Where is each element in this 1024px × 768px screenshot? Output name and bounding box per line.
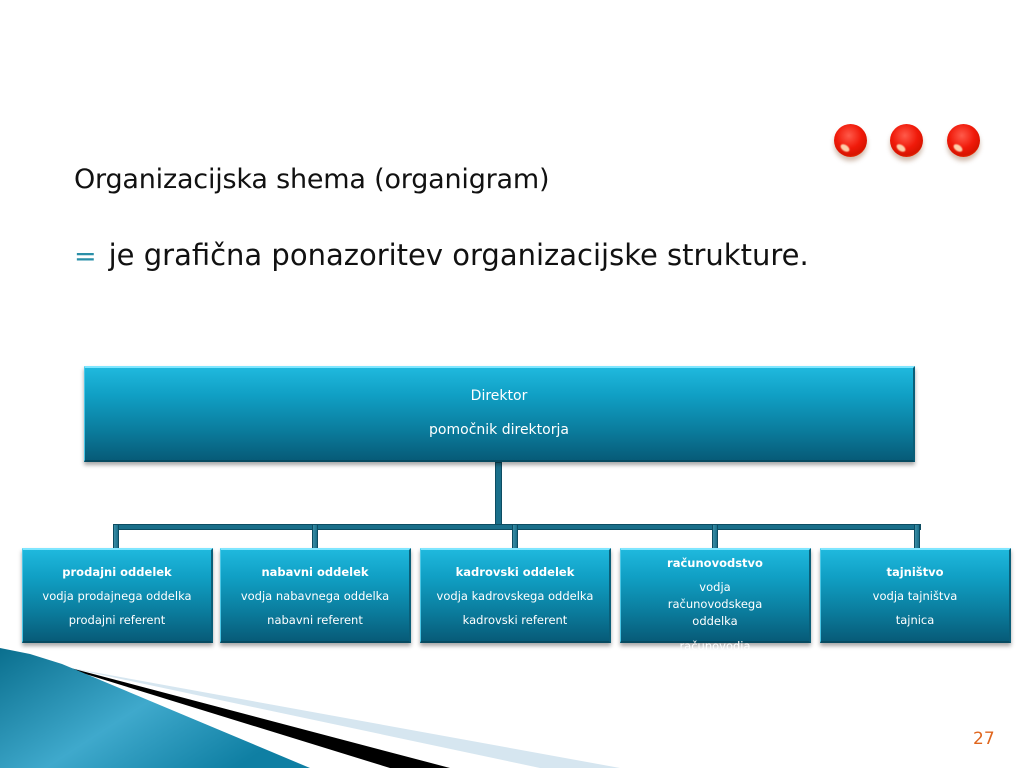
department-role: vodja računovodskega oddelka bbox=[667, 580, 763, 628]
org-node-department: tajništvo vodja tajništva tajnica bbox=[820, 548, 1011, 643]
connector-drop-5 bbox=[914, 524, 920, 549]
department-name: računovodstvo bbox=[667, 556, 763, 570]
department-role: vodja kadrovskega oddelka bbox=[436, 589, 594, 603]
org-node-department: nabavni oddelek vodja nabavnega oddelka … bbox=[220, 548, 411, 643]
department-name: kadrovski oddelek bbox=[455, 565, 575, 579]
org-node-department: prodajni oddelek vodja prodajnega oddelk… bbox=[22, 548, 213, 643]
connector-drop-2 bbox=[312, 524, 318, 549]
department-name: nabavni oddelek bbox=[261, 565, 369, 579]
connector-drop-3 bbox=[512, 524, 518, 549]
org-node-director: Direktor pomočnik direktorja bbox=[84, 366, 915, 462]
department-role: tajnica bbox=[895, 613, 935, 627]
connector-trunk bbox=[495, 462, 502, 530]
equals-bullet-icon: = bbox=[74, 241, 97, 272]
department-role: prodajni referent bbox=[68, 613, 166, 627]
department-role: vodja nabavnega oddelka bbox=[240, 589, 390, 603]
connector-drop-1 bbox=[113, 524, 119, 549]
page-number: 27 bbox=[973, 729, 995, 749]
node-subtitle: pomočnik direktorja bbox=[429, 422, 569, 438]
connector-drop-4 bbox=[712, 524, 718, 549]
bullet-item: = je grafična ponazoritev organizacijske … bbox=[74, 238, 809, 272]
red-bead-icon bbox=[834, 124, 867, 157]
org-node-department: kadrovski oddelek vodja kadrovskega odde… bbox=[420, 548, 611, 643]
department-role: nabavni referent bbox=[267, 613, 363, 627]
node-title: Direktor bbox=[470, 388, 528, 404]
department-role: računovodja bbox=[679, 639, 751, 653]
department-name: prodajni oddelek bbox=[62, 565, 172, 579]
department-role: kadrovski referent bbox=[462, 613, 568, 627]
decorative-dots bbox=[832, 124, 984, 164]
slide-title: Organizacijska shema (organigram) bbox=[74, 164, 550, 195]
department-role: vodja prodajnega oddelka bbox=[42, 589, 192, 603]
red-bead-icon bbox=[947, 124, 980, 157]
org-node-department: računovodstvo vodja računovodskega oddel… bbox=[620, 548, 811, 653]
decorative-swoosh bbox=[0, 648, 620, 768]
department-name: tajništvo bbox=[886, 565, 944, 579]
department-role: vodja tajništva bbox=[872, 589, 958, 603]
bullet-text: je grafična ponazoritev organizacijske s… bbox=[108, 238, 809, 272]
red-bead-icon bbox=[890, 124, 923, 157]
